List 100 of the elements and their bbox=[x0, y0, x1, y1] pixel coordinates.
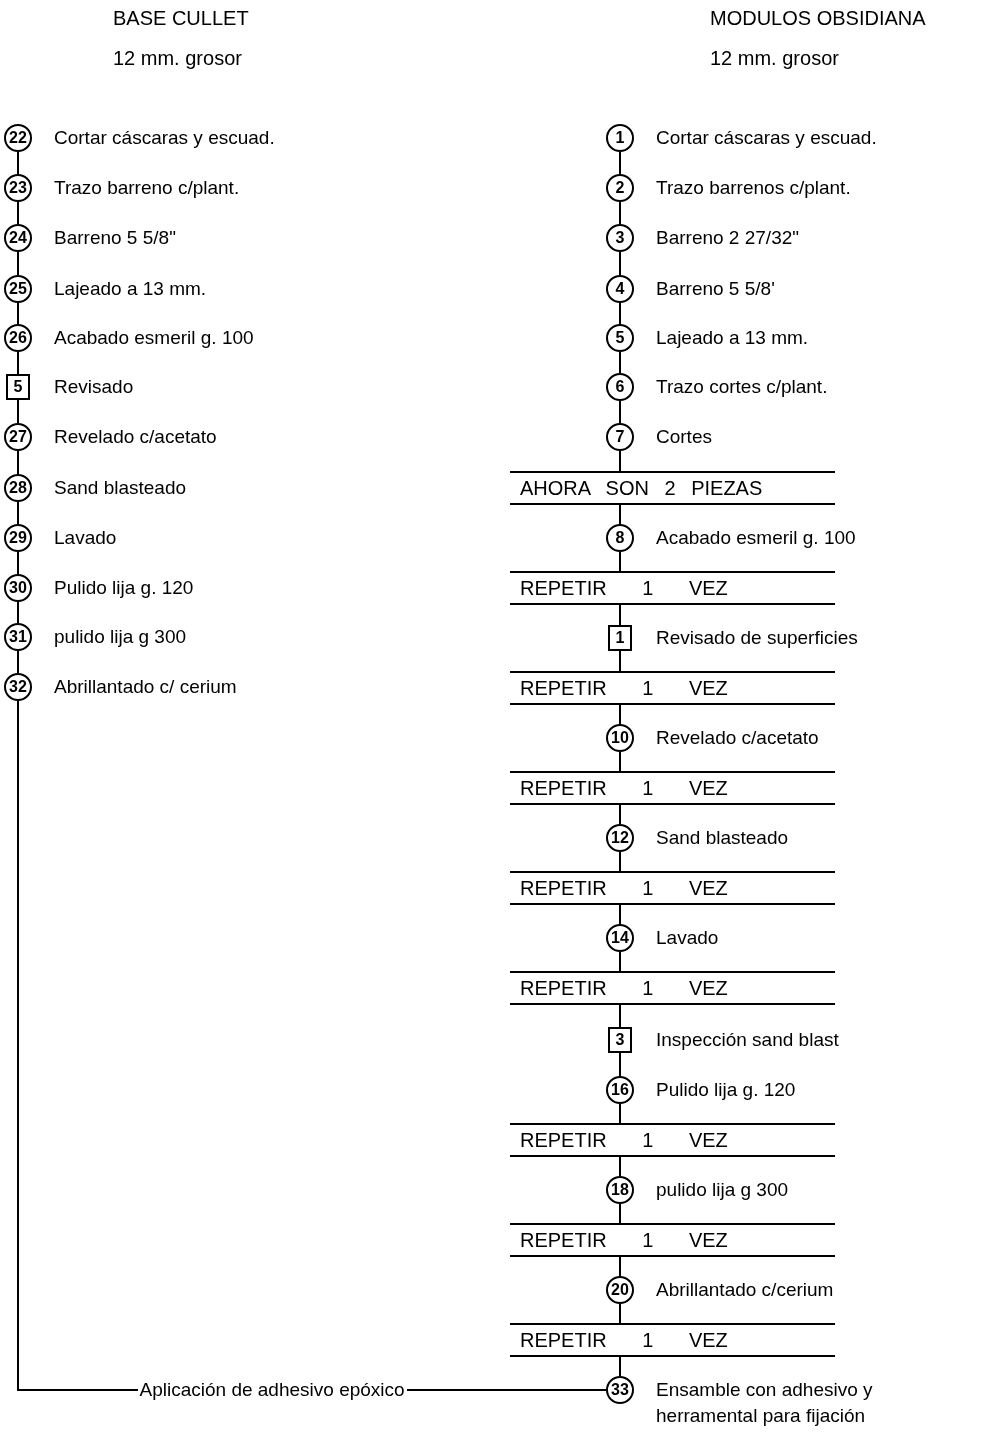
operation-circle: 4 bbox=[606, 275, 634, 303]
step-description: Trazo barreno c/plant. bbox=[54, 176, 240, 200]
connector-line bbox=[619, 1203, 621, 1224]
step-description: Barreno 2 27/32" bbox=[656, 226, 799, 250]
step-description: Lajeado a 13 mm. bbox=[54, 277, 207, 301]
connector-line bbox=[619, 450, 621, 472]
operation-circle: 3 bbox=[606, 224, 634, 252]
instruction-band: REPETIR 1 VEZ bbox=[510, 1323, 835, 1357]
operation-circle: 30 bbox=[4, 574, 32, 602]
operation-circle: 7 bbox=[606, 423, 634, 451]
operation-circle: 16 bbox=[606, 1076, 634, 1104]
step-description: Barreno 5 5/8' bbox=[656, 277, 775, 301]
connector-line bbox=[619, 1052, 621, 1077]
operation-circle: 6 bbox=[606, 373, 634, 401]
step-description: Abrillantado c/cerium bbox=[656, 1278, 834, 1302]
step-description: Abrillantado c/ cerium bbox=[54, 675, 237, 699]
connector-line bbox=[619, 1004, 621, 1028]
operation-circle: 18 bbox=[606, 1176, 634, 1204]
connector-line bbox=[619, 904, 621, 925]
operation-circle: 5 bbox=[606, 324, 634, 352]
operation-circle: 23 bbox=[4, 174, 32, 202]
operation-circle: 10 bbox=[606, 724, 634, 752]
operation-circle: 8 bbox=[606, 524, 634, 552]
connector-line bbox=[619, 1303, 621, 1324]
step-description: Lavado bbox=[656, 926, 719, 950]
connector-line bbox=[619, 851, 621, 872]
step-description: Lajeado a 13 mm. bbox=[656, 326, 809, 350]
operation-circle: 28 bbox=[4, 474, 32, 502]
step-description: Inspección sand blast bbox=[656, 1028, 839, 1052]
connector-line bbox=[17, 151, 19, 175]
connector-line bbox=[17, 601, 19, 624]
operation-circle: 14 bbox=[606, 924, 634, 952]
connector-line bbox=[17, 302, 19, 325]
step-description: Acabado esmeril g. 100 bbox=[656, 526, 856, 550]
column-subheading: 12 mm. grosor bbox=[710, 46, 839, 70]
connector-line bbox=[619, 400, 621, 424]
step-description: Acabado esmeril g. 100 bbox=[54, 326, 254, 350]
connector-line bbox=[619, 302, 621, 325]
step-description: Revelado c/acetato bbox=[54, 425, 217, 449]
connector-line bbox=[619, 201, 621, 225]
step-description: Revelado c/acetato bbox=[656, 726, 819, 750]
connector-line bbox=[619, 1103, 621, 1124]
column-subheading: 12 mm. grosor bbox=[113, 46, 242, 70]
operation-circle: 33 bbox=[606, 1376, 634, 1404]
step-description: Revisado de superficies bbox=[656, 626, 858, 650]
connector-line bbox=[619, 1356, 621, 1377]
inspection-square: 5 bbox=[6, 374, 30, 400]
step-description: Barreno 5 5/8" bbox=[54, 226, 176, 250]
operation-circle: 12 bbox=[606, 824, 634, 852]
instruction-band: REPETIR 1 VEZ bbox=[510, 1223, 835, 1257]
instruction-band: AHORA SON 2 PIEZAS bbox=[510, 471, 835, 505]
connector-line bbox=[17, 501, 19, 525]
step-description: Cortar cáscaras y escuad. bbox=[656, 126, 877, 150]
operation-circle: 27 bbox=[4, 423, 32, 451]
step-description: Trazo cortes c/plant. bbox=[656, 375, 828, 399]
operation-circle: 26 bbox=[4, 324, 32, 352]
step-description: Pulido lija g. 120 bbox=[656, 1078, 796, 1102]
instruction-band: REPETIR 1 VEZ bbox=[510, 1123, 835, 1157]
step-description: Cortes bbox=[656, 425, 712, 449]
connector-line bbox=[17, 551, 19, 575]
connector-line bbox=[619, 1156, 621, 1177]
instruction-band: REPETIR 1 VEZ bbox=[510, 671, 835, 705]
connector-line bbox=[17, 201, 19, 225]
inspection-square: 3 bbox=[608, 1027, 632, 1053]
connector-line bbox=[17, 351, 19, 375]
connector-line bbox=[619, 151, 621, 175]
connector-line bbox=[619, 604, 621, 626]
instruction-band: REPETIR 1 VEZ bbox=[510, 571, 835, 605]
connector-line bbox=[17, 399, 19, 424]
step-description: pulido lija g 300 bbox=[54, 625, 187, 649]
step-description: Trazo barrenos c/plant. bbox=[656, 176, 851, 200]
connector-line bbox=[619, 650, 621, 672]
connector-line bbox=[619, 251, 621, 276]
connector-line bbox=[619, 351, 621, 374]
instruction-band: REPETIR 1 VEZ bbox=[510, 971, 835, 1005]
connector-line bbox=[17, 251, 19, 276]
connector-line bbox=[619, 551, 621, 572]
connector-line bbox=[619, 951, 621, 972]
instruction-band: REPETIR 1 VEZ bbox=[510, 871, 835, 905]
column-heading: MODULOS OBSIDIANA bbox=[710, 6, 926, 30]
step-description: Cortar cáscaras y escuad. bbox=[54, 126, 275, 150]
operation-circle: 24 bbox=[4, 224, 32, 252]
step-description: Sand blasteado bbox=[54, 476, 187, 500]
step-description: Revisado bbox=[54, 375, 134, 399]
operation-circle: 20 bbox=[606, 1276, 634, 1304]
operation-circle: 22 bbox=[4, 124, 32, 152]
connector-line bbox=[619, 1256, 621, 1277]
inspection-square: 1 bbox=[608, 625, 632, 651]
connector-line bbox=[17, 450, 19, 475]
connector-line bbox=[619, 804, 621, 825]
step-description: Lavado bbox=[54, 526, 117, 550]
step-description: Ensamble con adhesivo y herramental para fijación bbox=[656, 1378, 874, 1428]
instruction-band: REPETIR 1 VEZ bbox=[510, 771, 835, 805]
connector-line bbox=[619, 704, 621, 725]
operation-circle: 29 bbox=[4, 524, 32, 552]
step-description: Sand blasteado bbox=[656, 826, 789, 850]
operation-circle: 1 bbox=[606, 124, 634, 152]
step-description: pulido lija g 300 bbox=[656, 1178, 789, 1202]
operation-circle: 32 bbox=[4, 673, 32, 701]
operation-circle: 31 bbox=[4, 623, 32, 651]
